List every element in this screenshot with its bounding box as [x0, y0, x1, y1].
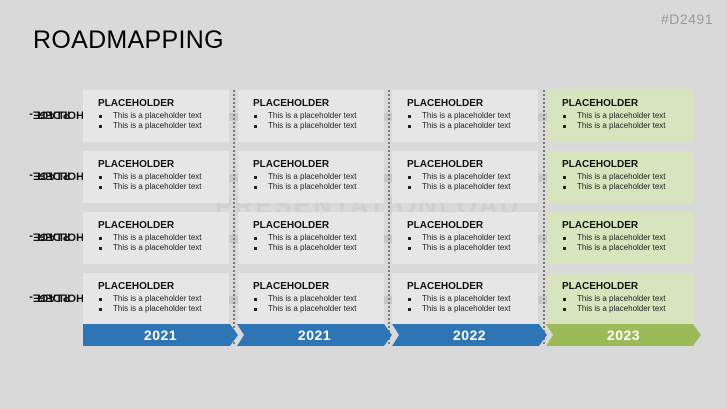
- bullet-item: This is a placeholder text: [253, 304, 384, 314]
- cell-title: PLACEHOLDER: [253, 98, 330, 109]
- bullet-item: This is a placeholder text: [562, 304, 693, 314]
- timeline-arrow-4[interactable]: 2023: [546, 324, 701, 346]
- column-divider: [543, 90, 545, 344]
- bullet-item: This is a placeholder text: [253, 233, 384, 243]
- bullet-item: This is a placeholder text: [98, 182, 229, 192]
- bullet-item: This is a placeholder text: [253, 111, 384, 121]
- bullet-item: This is a placeholder text: [253, 172, 384, 182]
- bullet-item: This is a placeholder text: [253, 121, 384, 131]
- cell-title: PLACEHOLDER: [98, 98, 175, 109]
- bullet-item: This is a placeholder text: [98, 121, 229, 131]
- bullet-item: This is a placeholder text: [98, 243, 229, 253]
- cell-title: PLACEHOLDER: [253, 159, 330, 170]
- timeline-label: 2021: [297, 327, 332, 343]
- cell-title: PLACEHOLDER: [253, 220, 330, 231]
- bullet-item: This is a placeholder text: [562, 172, 693, 182]
- row-label-1: PLACE-HOLDER: [29, 108, 84, 121]
- row-label-2: PLACE-HOLDER: [29, 169, 84, 182]
- bullet-item: This is a placeholder text: [562, 243, 693, 253]
- cell-title: PLACEHOLDER: [407, 281, 484, 292]
- timeline-arrow-1[interactable]: 2021: [83, 324, 238, 346]
- cell-title: PLACEHOLDER: [98, 281, 175, 292]
- bullet-item: This is a placeholder text: [98, 111, 229, 121]
- bullet-item: This is a placeholder text: [407, 294, 538, 304]
- cell-title: PLACEHOLDER: [407, 98, 484, 109]
- cell-title: PLACEHOLDER: [562, 98, 639, 109]
- bullet-item: This is a placeholder text: [253, 294, 384, 304]
- timeline-label: 2022: [452, 327, 487, 343]
- cell-title: PLACEHOLDER: [562, 220, 639, 231]
- slide-id: #D2491: [660, 11, 713, 27]
- bullet-item: This is a placeholder text: [407, 182, 538, 192]
- bullet-item: This is a placeholder text: [407, 172, 538, 182]
- bullet-item: This is a placeholder text: [407, 111, 538, 121]
- cell-title: PLACEHOLDER: [98, 159, 175, 170]
- cell-title: PLACEHOLDER: [253, 281, 330, 292]
- bullet-item: This is a placeholder text: [98, 172, 229, 182]
- cell-title: PLACEHOLDER: [562, 281, 639, 292]
- bullet-item: This is a placeholder text: [407, 121, 538, 131]
- cell-title: PLACEHOLDER: [407, 220, 484, 231]
- bullet-item: This is a placeholder text: [407, 233, 538, 243]
- bullet-item: This is a placeholder text: [253, 182, 384, 192]
- column-divider: [388, 90, 390, 344]
- bullet-item: This is a placeholder text: [253, 243, 384, 253]
- bullet-item: This is a placeholder text: [407, 304, 538, 314]
- bullet-item: This is a placeholder text: [562, 294, 693, 304]
- slide-title: ROADMAPPING: [33, 26, 224, 54]
- timeline-label: 2021: [143, 327, 178, 343]
- bullet-item: This is a placeholder text: [98, 233, 229, 243]
- cell-title: PLACEHOLDER: [98, 220, 175, 231]
- row-label-4: PLACE-HOLDER: [29, 291, 84, 304]
- bullet-item: This is a placeholder text: [98, 304, 229, 314]
- cell-title: PLACEHOLDER: [407, 159, 484, 170]
- bullet-item: This is a placeholder text: [562, 182, 693, 192]
- timeline-arrow-3[interactable]: 2022: [392, 324, 547, 346]
- bullet-item: This is a placeholder text: [562, 233, 693, 243]
- bullet-item: This is a placeholder text: [98, 294, 229, 304]
- column-divider: [233, 90, 235, 344]
- bullet-item: This is a placeholder text: [407, 243, 538, 253]
- row-label-3: PLACE-HOLDER: [29, 230, 84, 243]
- cell-title: PLACEHOLDER: [562, 159, 639, 170]
- timeline-arrow-2[interactable]: 2021: [237, 324, 392, 346]
- bullet-item: This is a placeholder text: [562, 121, 693, 131]
- timeline-label: 2023: [606, 327, 641, 343]
- bullet-item: This is a placeholder text: [562, 111, 693, 121]
